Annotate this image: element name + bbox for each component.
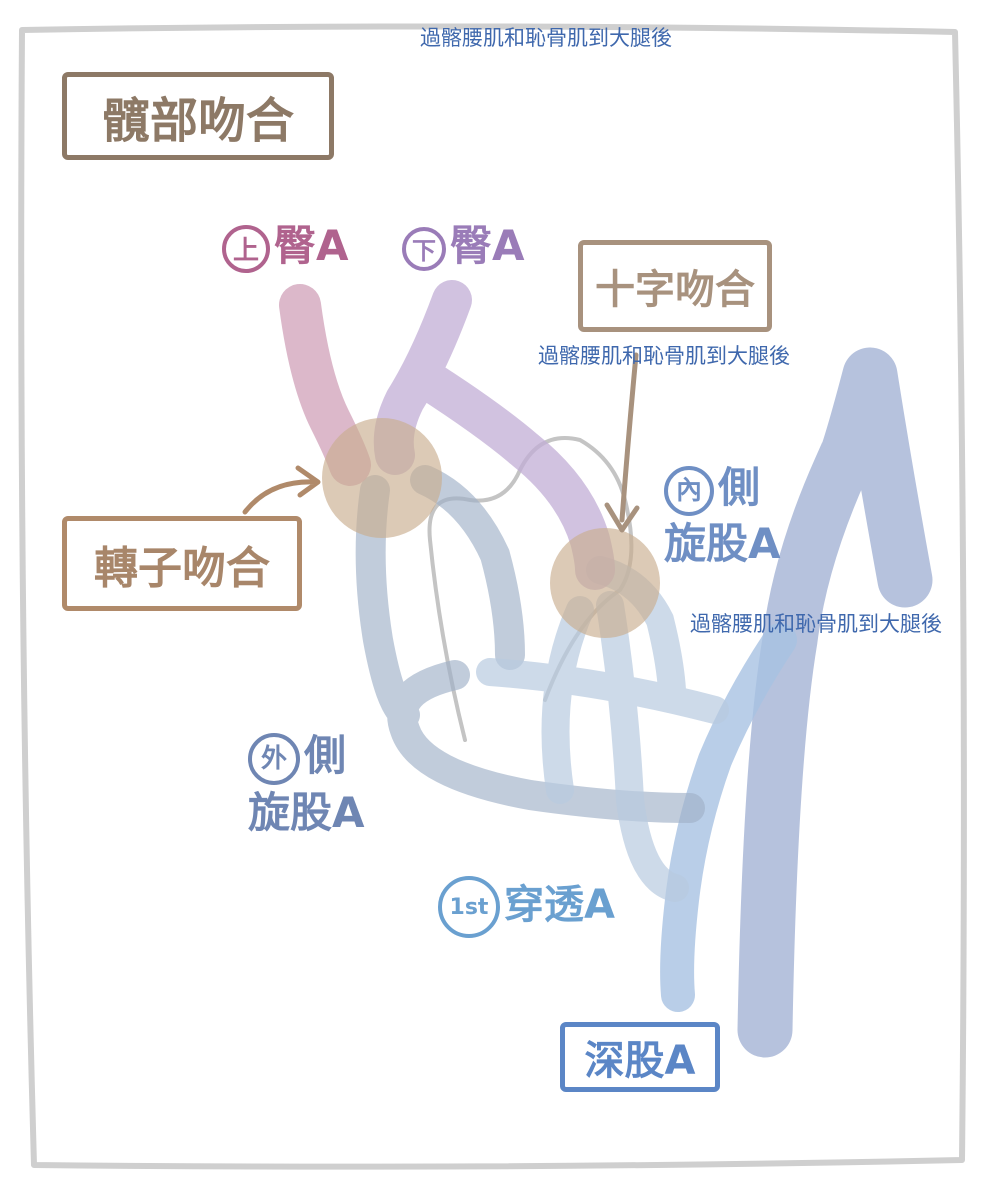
inferior-gluteal-text: 臀A (450, 221, 525, 270)
first-perforating-text: 穿透A (504, 882, 615, 928)
note-top: 過髂腰肌和恥骨肌到大腿後 (420, 26, 672, 50)
superior-marker: 上 (222, 224, 270, 273)
medial-circumflex-label: 內側 旋股A (664, 460, 781, 572)
deep-femoral-box: 深股A (560, 1022, 720, 1092)
cruciate-anastomosis-box: 十字吻合 (578, 240, 772, 332)
trochanteric-anastomosis-node (322, 418, 442, 538)
medial-circumflex-line1: 側 (718, 463, 761, 512)
cruciate-anastomosis-label: 十字吻合 (595, 267, 755, 313)
diagram-frame (18, 23, 967, 1170)
first-marker: 1st (438, 876, 500, 938)
lateral-marker: 外 (248, 732, 300, 785)
deep-femoral-label: 深股A (584, 1038, 696, 1084)
medial-circumflex-line2: 旋股A (664, 519, 781, 568)
note-right: 過髂腰肌和恥骨肌到大腿後 (690, 612, 942, 636)
medial-circumflex-femoral-artery (476, 556, 729, 902)
superior-gluteal-text: 臀A (274, 221, 349, 270)
title-box: 髖部吻合 (62, 72, 334, 160)
note-middle: 過髂腰肌和恥骨肌到大腿後 (538, 344, 790, 368)
trochanteric-arrow (242, 465, 321, 515)
lateral-circumflex-femoral-artery (355, 465, 705, 823)
inferior-gluteal-label: 下臀A (402, 212, 525, 273)
lateral-circumflex-line1: 側 (304, 731, 347, 780)
trochanteric-anastomosis-box: 轉子吻合 (62, 516, 302, 611)
cruciate-arrow (604, 352, 640, 533)
trochanteric-anastomosis-label: 轉子吻合 (94, 542, 270, 594)
inferior-marker: 下 (402, 226, 446, 271)
page-title: 髖部吻合 (101, 93, 294, 149)
medial-marker: 內 (664, 465, 714, 516)
lateral-circumflex-line2: 旋股A (248, 787, 365, 837)
femoral-artery (737, 347, 933, 1058)
superior-gluteal-label: 上臀A (222, 212, 349, 273)
cruciate-anastomosis-node (550, 528, 660, 638)
lateral-circumflex-label: 外側 旋股A (248, 728, 365, 841)
